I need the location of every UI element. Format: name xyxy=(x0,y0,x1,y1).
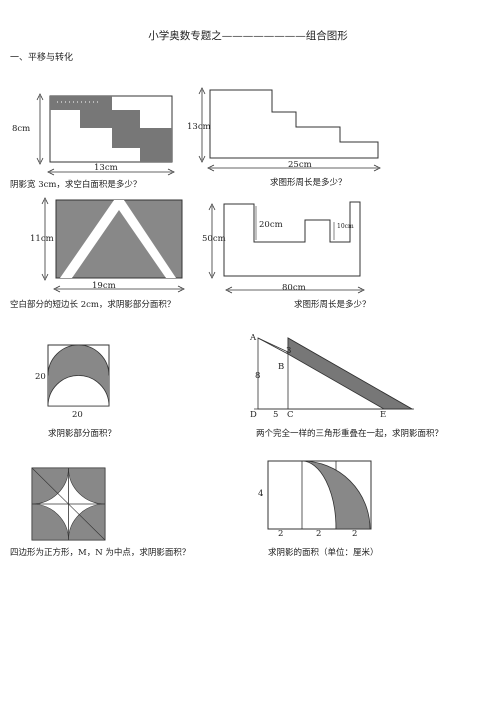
fig6-caption: 两个完全一样的三角形重叠在一起，求阴影面积？ xyxy=(256,429,444,439)
fig4-width: 80cm xyxy=(282,283,306,293)
fig3-width: 19cm xyxy=(92,281,116,291)
shaded-strip xyxy=(50,96,172,162)
fig6-E: E xyxy=(380,410,387,420)
fig4-notch: 20cm xyxy=(259,220,283,230)
fig6-D: D xyxy=(250,410,257,420)
fig6-num8: 8 xyxy=(255,371,261,381)
fig4-caption: 求图形周长是多少？ xyxy=(294,300,371,310)
fig3-caption: 空白部分的短边长 2cm，求阴影部分面积？ xyxy=(10,300,176,310)
fig4-height: 50cm xyxy=(202,234,226,244)
fig1-caption: 阴影宽 3cm，求空白面积是多少？ xyxy=(10,180,142,190)
fig7-caption: 四边形为正方形，M，N 为中点，求阴影面积？ xyxy=(10,548,191,558)
arc-shade xyxy=(301,460,371,530)
figure-5 xyxy=(47,344,110,407)
figure-8 xyxy=(267,460,372,530)
fig8-w3: 2 xyxy=(352,529,358,539)
fig2-width: 25cm xyxy=(288,160,312,170)
fig3-height: 11cm xyxy=(30,234,54,244)
figure-7 xyxy=(31,467,106,541)
figure-3 xyxy=(41,197,185,293)
figure-1 xyxy=(36,93,175,176)
figure-4 xyxy=(208,201,365,294)
fig5-caption: 求阴影部分面积？ xyxy=(48,429,117,439)
fig8-w2: 2 xyxy=(316,529,322,539)
fig2-caption: 求图形周长是多少？ xyxy=(270,178,347,188)
fig6-C: C xyxy=(287,410,294,420)
fig8-caption: 求阴影的面积（单位：厘米） xyxy=(268,548,379,558)
figure-6 xyxy=(254,337,414,410)
section-heading: 一、平移与转化 xyxy=(10,53,74,63)
fig1-width: 13cm xyxy=(94,163,118,173)
fig1-height: 8cm xyxy=(12,124,31,134)
figure-2 xyxy=(198,87,381,172)
fig8-height: 4 xyxy=(258,489,264,499)
white-strips xyxy=(60,200,176,278)
fig2-height: 13cm xyxy=(187,122,211,132)
page-title: 小学奥数专题之————————组合图形 xyxy=(148,30,348,42)
fig6-num5: 5 xyxy=(273,410,279,420)
fig8-w1: 2 xyxy=(278,529,284,539)
fig5-bottom: 20 xyxy=(72,410,83,420)
fig5-side: 20 xyxy=(35,372,46,382)
fig4-small: 10cm xyxy=(337,223,354,230)
fig6-B: B xyxy=(278,362,285,372)
fig6-num3: 3 xyxy=(286,346,292,356)
fig6-A: A xyxy=(250,333,257,343)
